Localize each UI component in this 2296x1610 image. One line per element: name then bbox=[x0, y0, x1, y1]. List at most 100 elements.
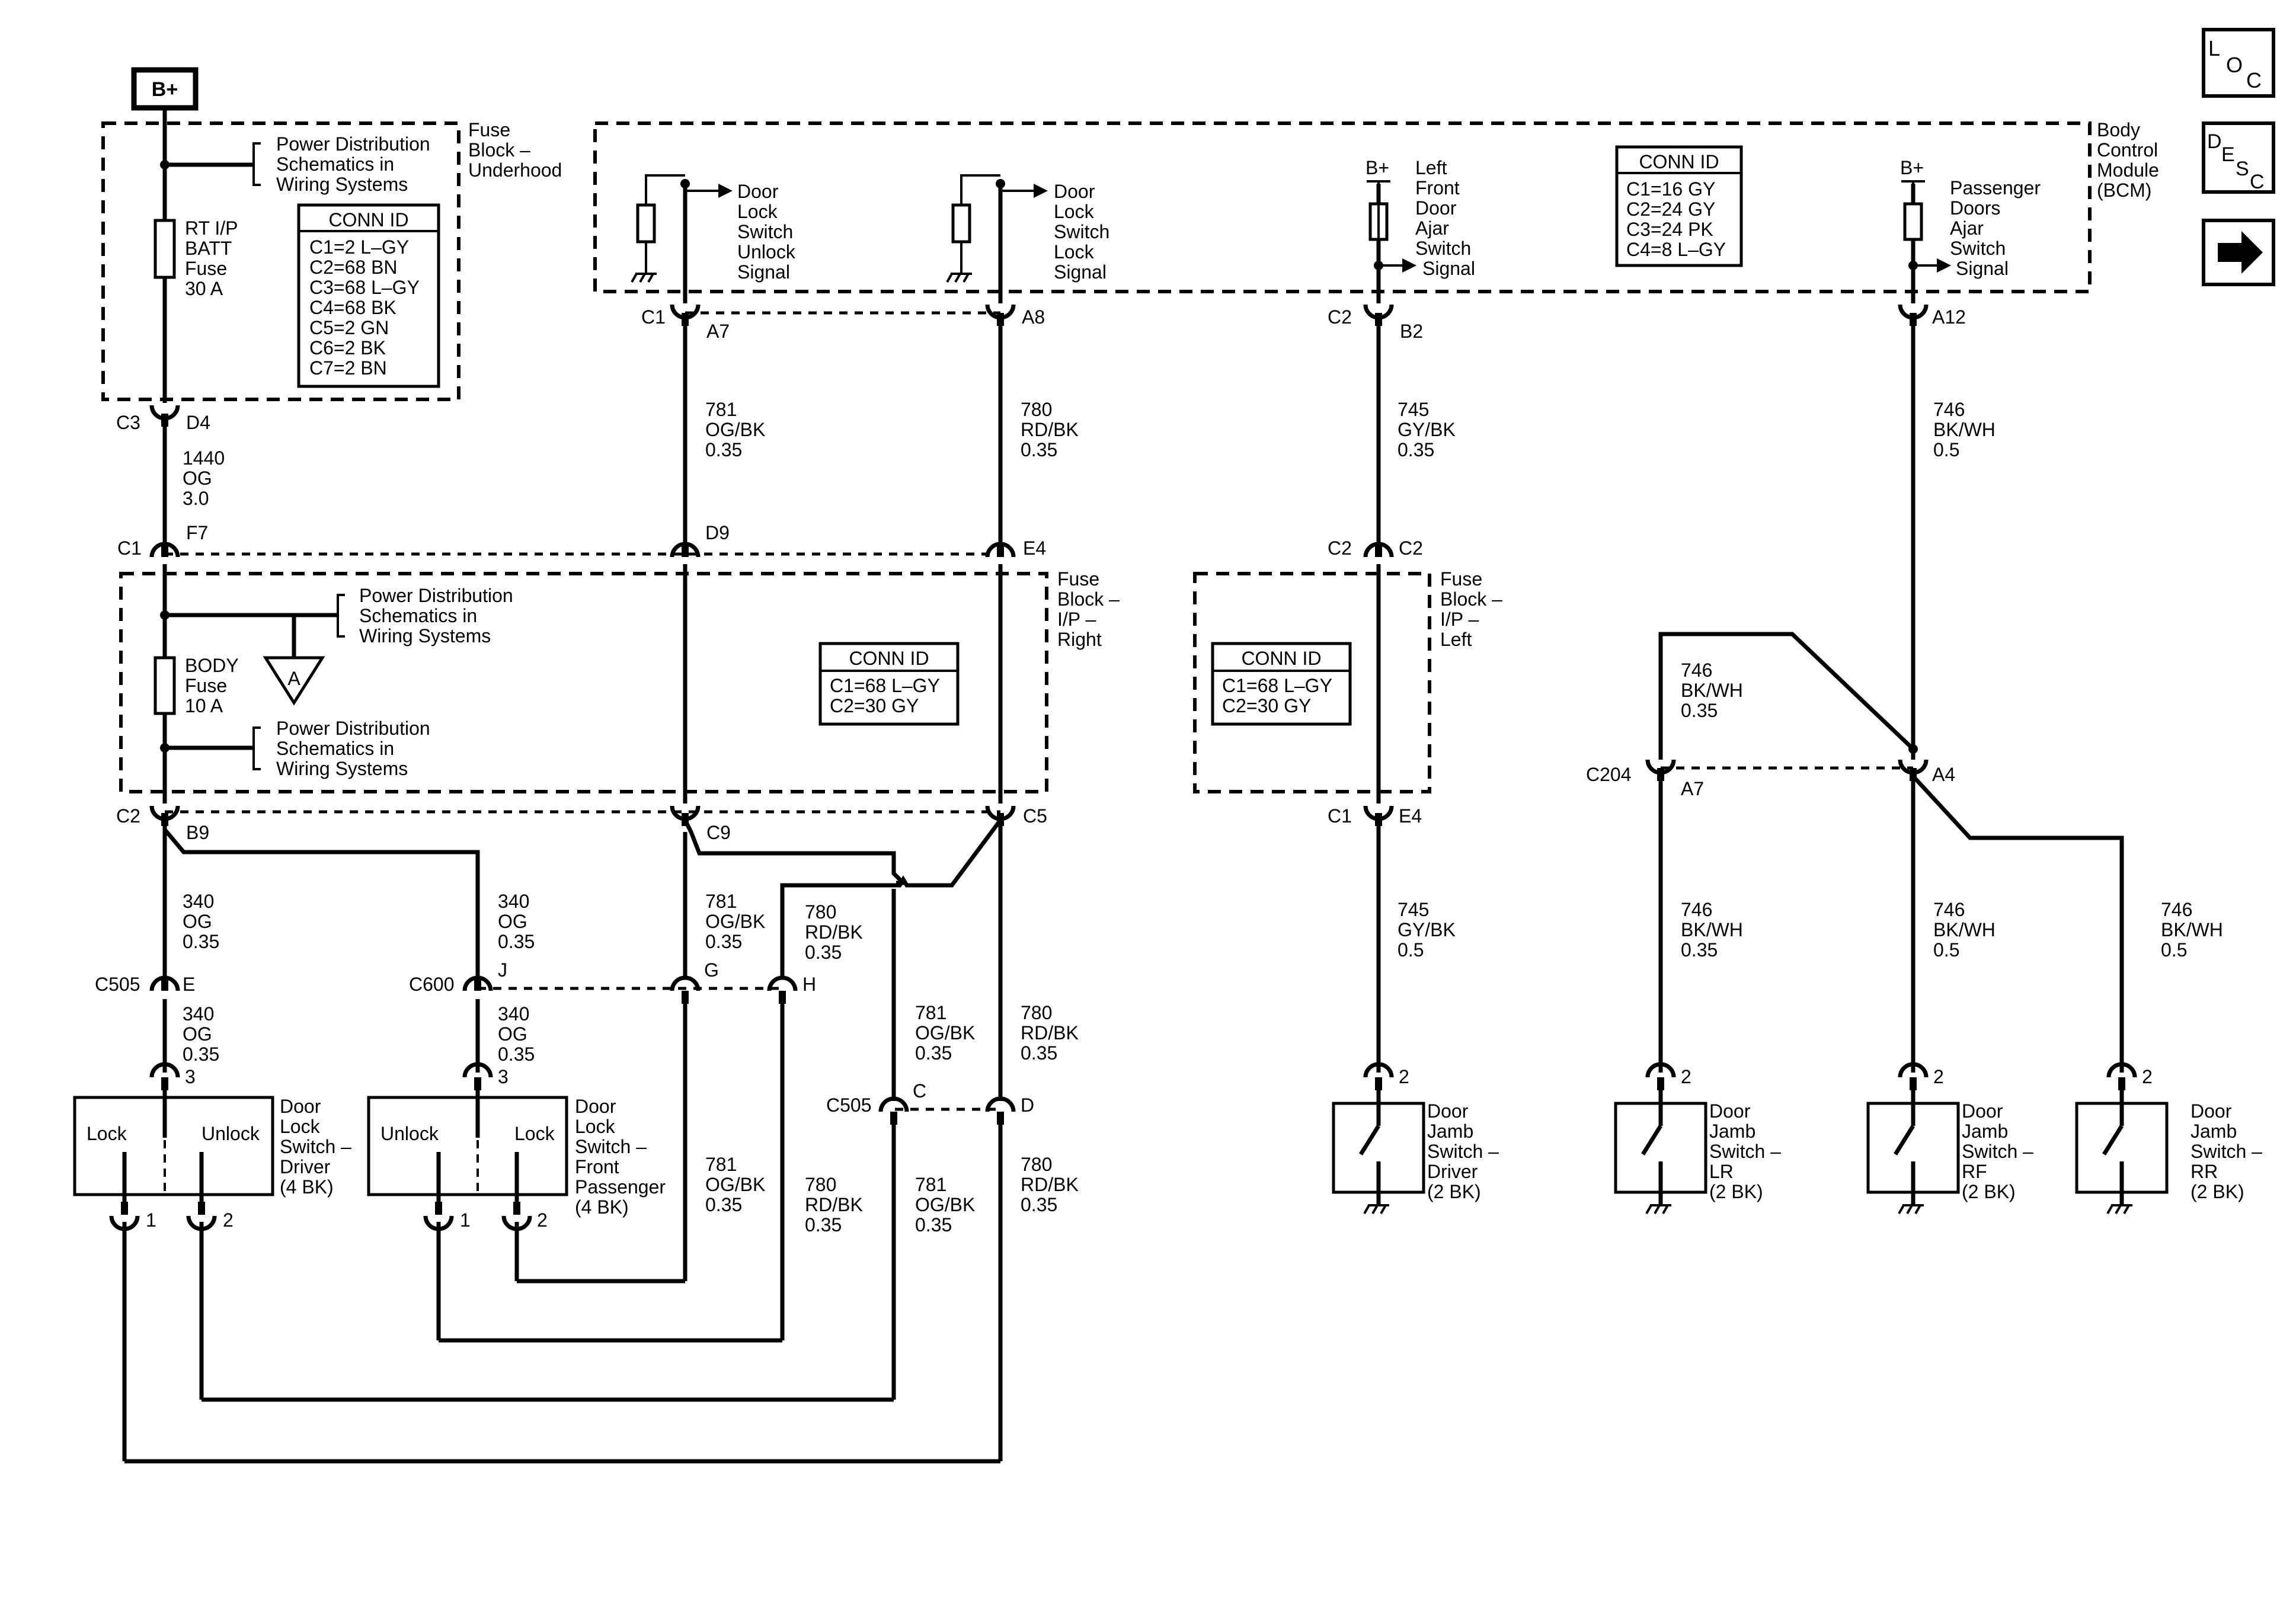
wire-label-781-d: 781 OG/BK 0.35 bbox=[705, 1154, 765, 1215]
conn-id-row: C6=2 BK bbox=[309, 337, 386, 359]
label-line: Lock bbox=[280, 1116, 321, 1137]
wire-line: 0.35 bbox=[1021, 1042, 1057, 1064]
label-line: Front bbox=[1415, 177, 1460, 199]
label-line: (2 BK) bbox=[1709, 1181, 1763, 1202]
label-line: Fuse bbox=[185, 675, 227, 696]
conn-id-title: CONN ID bbox=[1639, 151, 1719, 172]
wire-label-781-b: 781 OG/BK 0.35 bbox=[705, 891, 765, 952]
label-line: Block – bbox=[1057, 588, 1120, 610]
wire-line: 0.35 bbox=[1681, 939, 1718, 961]
wire-line: 0.5 bbox=[1933, 939, 1959, 961]
label-line: Schematics in bbox=[276, 738, 394, 759]
wire-line: 0.35 bbox=[705, 931, 742, 952]
jamb-rf-label: Door Jamb Switch – RF (2 BK) bbox=[1962, 1100, 2033, 1202]
conn-id-underhood bbox=[297, 203, 440, 388]
wire-line: RD/BK bbox=[805, 1194, 863, 1215]
label-line: Ajar bbox=[1950, 217, 1984, 239]
loc-letter-l: L bbox=[2208, 36, 2220, 60]
wire-line: RD/BK bbox=[805, 921, 863, 943]
pin-label: 1 bbox=[146, 1209, 156, 1231]
conn-id-ip-right-text: CONN ID C1=68 L–GY C2=30 GY bbox=[830, 648, 940, 716]
desc-button[interactable]: D E S C bbox=[2202, 121, 2275, 194]
connector-label: E4 bbox=[1023, 537, 1046, 559]
wire-line: 0.35 bbox=[183, 931, 219, 952]
loc-button[interactable]: L O C bbox=[2202, 28, 2275, 98]
wire-line: 780 bbox=[805, 901, 836, 923]
pd-brackets bbox=[252, 142, 345, 770]
fuse-block-ip-left-outline bbox=[1193, 572, 1431, 793]
wire-line: 746 bbox=[1681, 899, 1712, 920]
wire-line: OG bbox=[498, 911, 527, 932]
wire-line: 745 bbox=[1398, 399, 1429, 420]
label-line: Lock bbox=[1054, 241, 1095, 263]
conn-id-ip-left bbox=[1211, 642, 1352, 726]
label-line: (BCM) bbox=[2097, 180, 2151, 201]
label-line: Jamb bbox=[2191, 1121, 2237, 1142]
label-line: Switch – bbox=[1962, 1141, 2033, 1162]
loc-letter-c: C bbox=[2246, 68, 2262, 92]
wire-line: 0.35 bbox=[1398, 439, 1434, 460]
fuse-block-ip-right-outline bbox=[119, 572, 1048, 793]
label-line: Switch – bbox=[575, 1136, 647, 1157]
next-page-button[interactable] bbox=[2202, 219, 2275, 286]
fuse-block-underhood-outline bbox=[101, 121, 461, 401]
wire-line: 781 bbox=[705, 1154, 737, 1175]
wire-label-746-e: 746 BK/WH 0.5 bbox=[2161, 899, 2223, 961]
label-line: (2 BK) bbox=[1427, 1181, 1481, 1202]
module-fuse-block-ip-right: Fuse Block – I/P – Right bbox=[1057, 568, 1120, 650]
pin-label: 2 bbox=[223, 1209, 234, 1231]
wire-line: 340 bbox=[183, 1003, 214, 1025]
wire-line: 781 bbox=[915, 1002, 946, 1023]
pin-label: 3 bbox=[185, 1066, 196, 1087]
label-line: Signal bbox=[737, 261, 790, 283]
wire-line: 0.35 bbox=[805, 942, 842, 963]
wire-label-340-d: 340 OG 0.35 bbox=[498, 1003, 535, 1065]
conn-id-bcm bbox=[1615, 145, 1743, 267]
wire-line: 0.35 bbox=[705, 439, 742, 460]
wire-label-746-d: 746 BK/WH 0.5 bbox=[1933, 899, 1996, 961]
conn-id-row: C1=2 L–GY bbox=[309, 236, 409, 258]
wire-line: 0.35 bbox=[183, 1044, 219, 1065]
label-line: Power Distribution bbox=[359, 585, 513, 606]
label-line: I/P – bbox=[1057, 609, 1096, 630]
label-line: Switch – bbox=[2191, 1141, 2262, 1162]
label-line: Signal bbox=[1956, 258, 2009, 279]
conn-id-row: C2=30 GY bbox=[1222, 695, 1311, 716]
wire-line: 340 bbox=[183, 891, 214, 912]
label-line: Fuse bbox=[1440, 568, 1482, 590]
jamb-switch-driver bbox=[1332, 1090, 1425, 1214]
connector-label: A4 bbox=[1932, 764, 1955, 785]
connector-label: C5 bbox=[1023, 805, 1047, 827]
label-line: Body bbox=[2097, 119, 2140, 140]
desc-letter-s: S bbox=[2236, 158, 2249, 180]
label-line: 10 A bbox=[185, 695, 223, 716]
conn-id-row: C3=68 L–GY bbox=[309, 277, 420, 298]
connector-label: C1 bbox=[641, 306, 666, 328]
wire-line: OG/BK bbox=[705, 1174, 765, 1195]
fuse-label-rt-ip-batt: RT I/P BATT Fuse 30 A bbox=[185, 217, 238, 299]
wire-line: 780 bbox=[1021, 1154, 1052, 1175]
pin-label: 2 bbox=[1933, 1066, 1944, 1087]
connector-label: D bbox=[1021, 1094, 1034, 1116]
wire-line: 1440 bbox=[183, 447, 225, 469]
label-line: Wiring Systems bbox=[359, 625, 491, 646]
wire-label-781-a: 781 OG/BK 0.35 bbox=[705, 399, 765, 460]
battery-label: B+ bbox=[152, 78, 178, 101]
rt-ip-batt-fuse-symbol bbox=[154, 219, 176, 279]
label-line: Switch bbox=[737, 221, 793, 242]
ground-ref-label: A bbox=[287, 668, 300, 689]
desc-letter-d: D bbox=[2207, 130, 2222, 153]
label-line: Left bbox=[1415, 157, 1447, 178]
label-line: Door bbox=[575, 1096, 616, 1117]
wire-label-780-d: 780 RD/BK 0.35 bbox=[805, 1174, 863, 1235]
jamb-switch-lr bbox=[1614, 1090, 1707, 1214]
wire-line: 0.35 bbox=[705, 1194, 742, 1215]
wire-line: BK/WH bbox=[2161, 919, 2223, 940]
label-line: Switch – bbox=[1709, 1141, 1781, 1162]
label-line: Signal bbox=[1054, 261, 1107, 283]
jamb-rr-label: Door Jamb Switch – RR (2 BK) bbox=[2191, 1100, 2262, 1202]
label-line: Door bbox=[1962, 1100, 2003, 1122]
pass-switch-name: Door Lock Switch – Front Passenger (4 BK… bbox=[575, 1096, 666, 1218]
label-line: Wiring Systems bbox=[276, 174, 408, 195]
wire-line: 0.35 bbox=[1681, 700, 1718, 721]
